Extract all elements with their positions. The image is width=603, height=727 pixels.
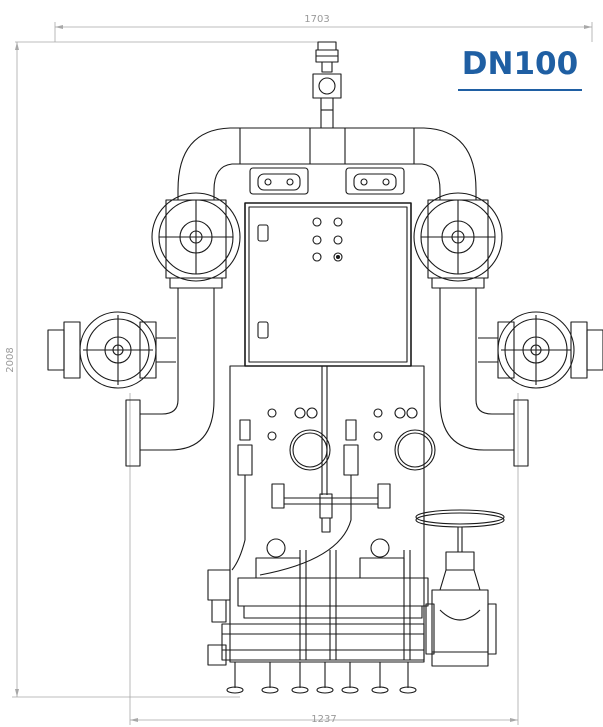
suction-header: [221, 623, 425, 661]
width-dimension-label: 1703: [304, 14, 329, 25]
pump-station-line-art: [47, 41, 603, 694]
pump-motors: [237, 538, 429, 660]
pressure-gauges: [267, 407, 436, 471]
left-fittings: [207, 569, 231, 666]
base-feet: [226, 662, 417, 694]
title-underline: [458, 89, 582, 91]
pressure-sensor: [312, 41, 342, 128]
left-inlet-flange: [125, 399, 141, 467]
right-inlet-pipe: [475, 399, 514, 415]
left-inlet-pipe: [140, 399, 179, 415]
right-discharge-pipe: [414, 127, 477, 200]
height-dimension-label: 2008: [5, 347, 16, 372]
manifold-flanges: [249, 167, 405, 195]
model-title: DN100: [461, 46, 579, 82]
front-gate-valve: [415, 509, 505, 667]
left-side-gate-valve: [47, 311, 176, 389]
right-upper-gate-valve: [413, 192, 503, 289]
top-manifold: [239, 127, 415, 165]
right-inlet-flange: [513, 399, 529, 467]
pressure-switches: [231, 419, 391, 576]
left-discharge-pipe: [177, 127, 240, 200]
dimension-lines: [12, 22, 593, 725]
control-cabinet: [244, 202, 412, 367]
left-upper-gate-valve: [151, 192, 241, 289]
right-side-gate-valve: [478, 311, 603, 389]
base-width-dimension-label: 1237: [311, 714, 336, 725]
dimension-arrows: [15, 25, 592, 722]
